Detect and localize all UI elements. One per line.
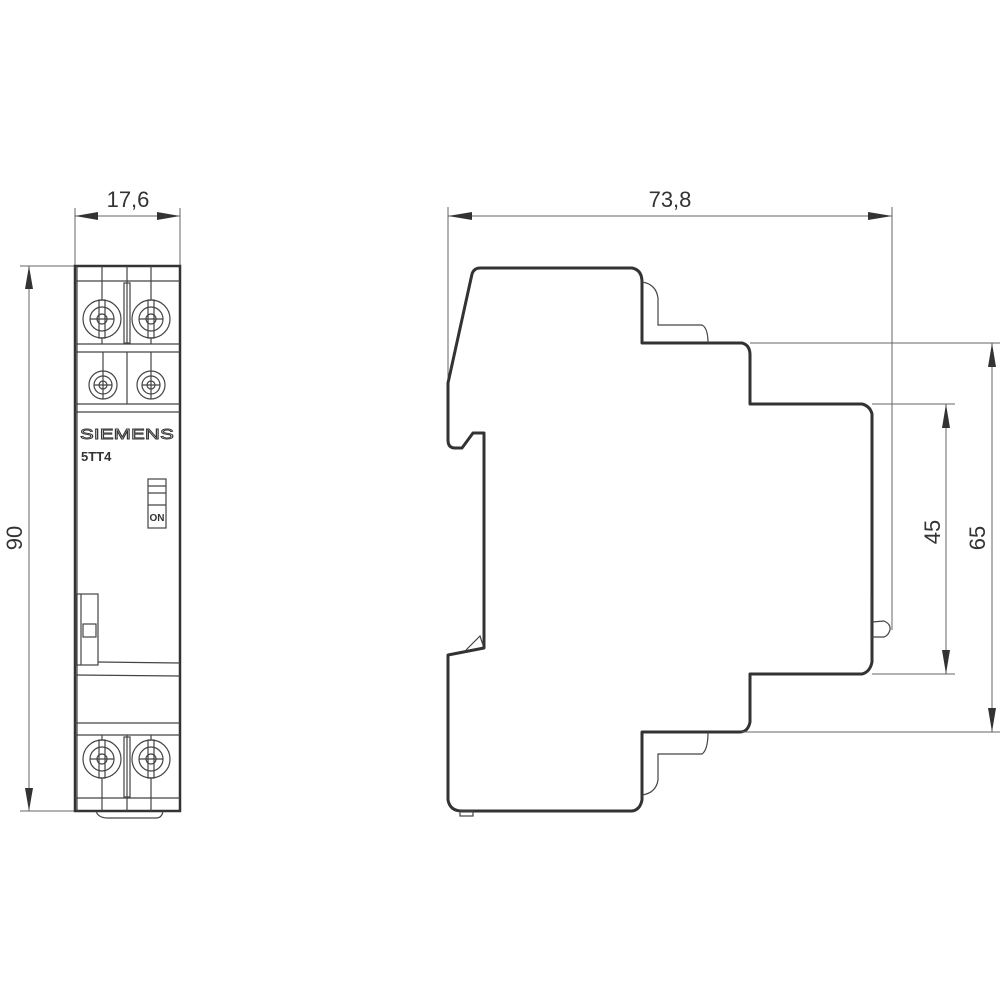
brand-label: SIEMENS (80, 426, 174, 443)
on-switch: ON (147, 478, 167, 529)
height-dimension: 90 (2, 265, 95, 812)
housing-profile (446, 266, 874, 813)
width-label: 17,6 (107, 187, 150, 212)
height-label: 90 (2, 526, 27, 550)
mid-height-dimension: 65 (742, 342, 1000, 733)
width-dimension: 17,6 (74, 187, 181, 268)
depth-dimension: 73,8 (447, 187, 893, 630)
terminal-screw-icon (88, 352, 118, 400)
mid-height-label: 65 (965, 526, 990, 550)
terminal-screw-icon (131, 281, 171, 344)
terminal-screw-icon (82, 281, 122, 344)
side-view: 73,8 45 65 (446, 187, 1000, 817)
device-body (73, 264, 182, 813)
front-view: 17,6 90 (2, 187, 182, 819)
front-height-label: 45 (920, 520, 945, 544)
terminal-screw-icon (131, 735, 171, 811)
terminal-screw-icon (136, 352, 166, 400)
switch-label: ON (150, 513, 165, 524)
depth-label: 73,8 (649, 187, 692, 212)
model-label: 5TT4 (81, 449, 112, 464)
front-height-dimension: 45 (872, 403, 955, 675)
latch (75, 593, 99, 666)
terminal-screw-icon (82, 735, 122, 811)
